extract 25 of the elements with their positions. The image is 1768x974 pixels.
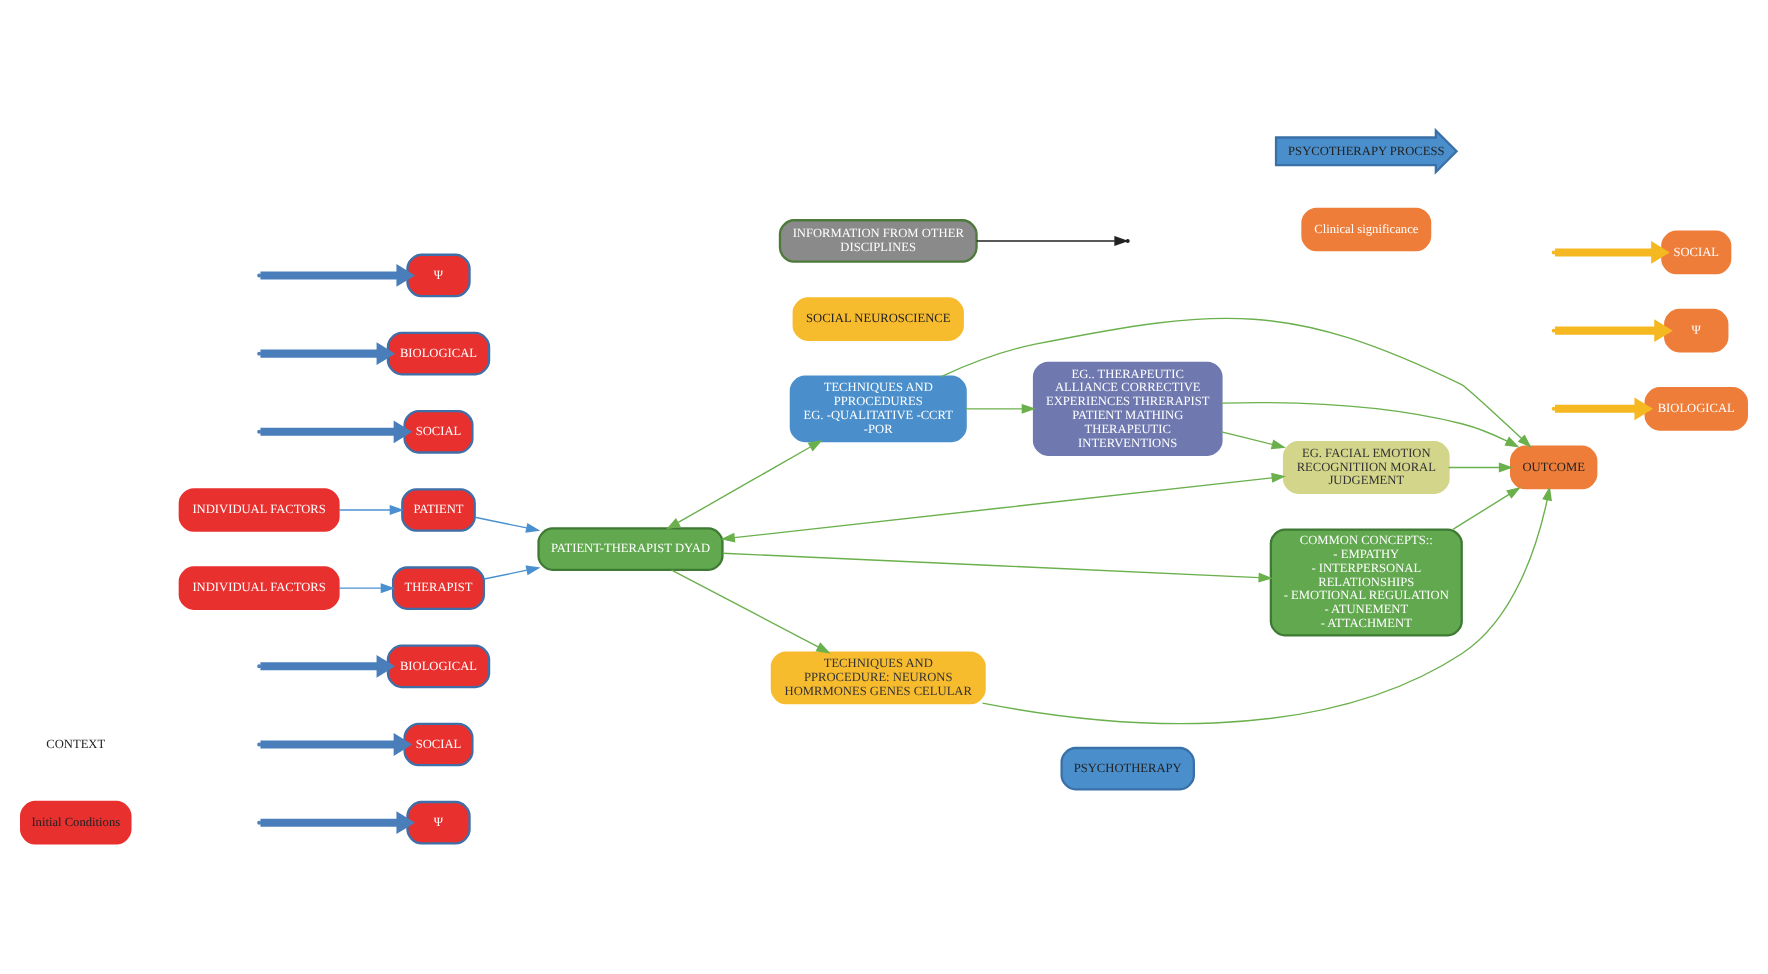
arrow [976, 235, 1129, 246]
arrow [338, 583, 395, 594]
arrow [260, 733, 413, 756]
arrow [1554, 319, 1673, 343]
arrow [260, 420, 413, 444]
arrow [1447, 462, 1514, 473]
arrow [338, 505, 404, 515]
arrow [666, 440, 823, 530]
arrow [981, 486, 1552, 725]
arrow [670, 569, 831, 654]
arrow [260, 342, 396, 366]
arrow [474, 516, 541, 533]
arrow [940, 317, 1532, 448]
arrow [260, 654, 396, 678]
arrow [1554, 241, 1670, 264]
arrow [260, 811, 416, 835]
arrow [1220, 431, 1286, 450]
arrow [260, 264, 416, 287]
arrow [720, 472, 1286, 543]
arrow [722, 552, 1273, 583]
arrow [1220, 401, 1520, 448]
arrow [965, 403, 1036, 414]
arrow [1452, 487, 1521, 530]
arrow [1554, 397, 1654, 421]
arrow [483, 565, 541, 580]
